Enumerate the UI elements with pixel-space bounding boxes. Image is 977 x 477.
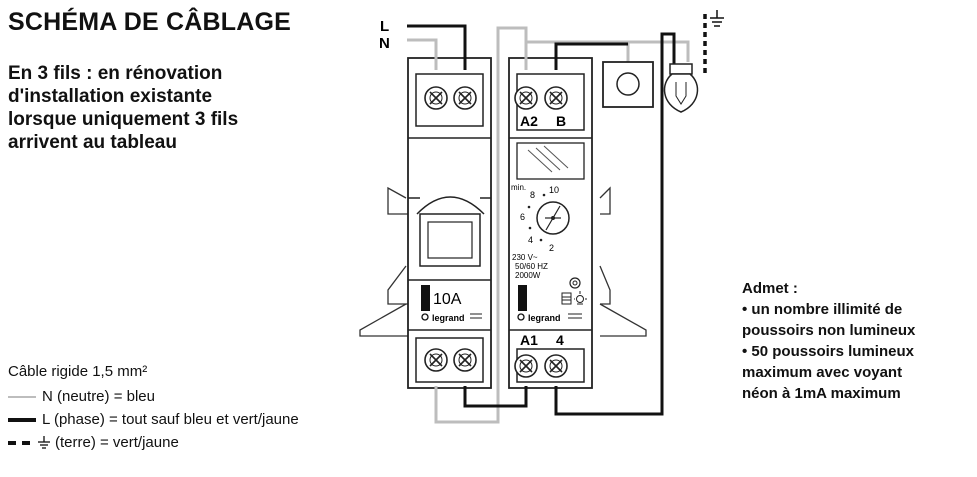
time-dial [536, 201, 570, 235]
output-4-to-lamp-wire [554, 32, 676, 416]
indicator-icon [569, 277, 581, 289]
neutral-to-lamp [526, 40, 690, 62]
screw-icon [544, 354, 568, 378]
subtitle-line: lorsque uniquement 3 fils [8, 109, 239, 130]
dial-mark-4: 4 [528, 235, 533, 245]
supply-label-l: L [380, 18, 389, 35]
screw-icon [424, 348, 448, 372]
legend-text: N (neutre) = bleu [42, 388, 155, 405]
legend-item-phase: L (phase) = tout sauf bleu et vert/jaune [8, 408, 299, 431]
screw-icon [424, 86, 448, 110]
spec-voltage: 230 V~ [512, 253, 538, 262]
admet-line: maximum avec voyant [742, 364, 903, 381]
selector-icons [561, 291, 587, 305]
lamp-icon [663, 63, 699, 113]
legend-item-earth: (terre) = vert/jaune [8, 431, 299, 454]
earth-wire [703, 10, 724, 76]
dial-mark-2: 2 [549, 243, 554, 253]
dial-mark-6: 6 [520, 212, 525, 222]
dial-mark-10: 10 [549, 185, 559, 195]
terminal-label-a2: A2 [520, 113, 538, 129]
b-to-pushbutton-wire [554, 42, 628, 70]
spec-frequency: 50/60 HZ [515, 262, 548, 271]
screw-terminals [424, 86, 568, 378]
screw-icon [514, 86, 538, 110]
page-title: SCHÉMA DE CÂBLAGE [8, 8, 292, 36]
legend-text: (terre) = vert/jaune [55, 434, 179, 451]
black-line-swatch [8, 417, 36, 422]
grey-line-swatch [8, 395, 36, 398]
admet-line: • un nombre illimité de [742, 301, 903, 318]
screw-icon [453, 348, 477, 372]
dial-mark-8: 8 [530, 190, 535, 200]
timer-brand-logo: legrand [528, 313, 561, 323]
push-button-icon [602, 61, 654, 108]
dashed-line-swatch [8, 440, 30, 445]
screw-icon [453, 86, 477, 110]
supply-label-n: N [379, 35, 390, 52]
din-rail [359, 186, 647, 337]
cable-spec: Câble rigide 1,5 mm² [8, 363, 148, 380]
subtitle: En 3 fils : en rénovation d'installation… [8, 62, 308, 154]
neutral-wires [407, 26, 690, 424]
admet-notes: Admet : • un nombre illimité de poussoir… [742, 278, 977, 404]
admet-line: • 50 poussoirs lumineux [742, 343, 914, 360]
subtitle-line: d'installation existante [8, 86, 213, 107]
spec-power: 2000W [515, 271, 541, 280]
timer-selector [518, 285, 527, 311]
terminal-label-4: 4 [556, 332, 564, 348]
admet-heading: Admet : [742, 280, 798, 297]
breaker-module: 10A legrand [407, 57, 492, 389]
terminal-label-a1: A1 [520, 332, 538, 348]
legend-item-neutral: N (neutre) = bleu [8, 385, 299, 408]
legend-text: L (phase) = tout sauf bleu et vert/jaune [42, 411, 299, 428]
subtitle-line: En 3 fils : en rénovation [8, 63, 223, 84]
terminal-label-b: B [556, 113, 566, 129]
admet-line: poussoirs non lumineux [742, 322, 916, 339]
dial-min-label: min. [511, 183, 526, 192]
breaker-toggle [421, 285, 430, 311]
phase-wires [407, 24, 676, 416]
screw-icon [514, 354, 538, 378]
wire-legend: Câble rigide 1,5 mm² N (neutre) = bleu L… [8, 360, 299, 454]
breaker-brand-logo: legrand [432, 313, 465, 323]
phase-a1-wire [463, 386, 528, 408]
admet-line: néon à 1mA maximum [742, 385, 901, 402]
earth-icon [38, 435, 50, 449]
breaker-rating: 10A [433, 291, 462, 308]
subtitle-line: arrivent au tableau [8, 132, 177, 153]
phase-input-wire [407, 24, 467, 70]
neutral-bridge-wire [434, 26, 528, 424]
screw-icon [544, 86, 568, 110]
